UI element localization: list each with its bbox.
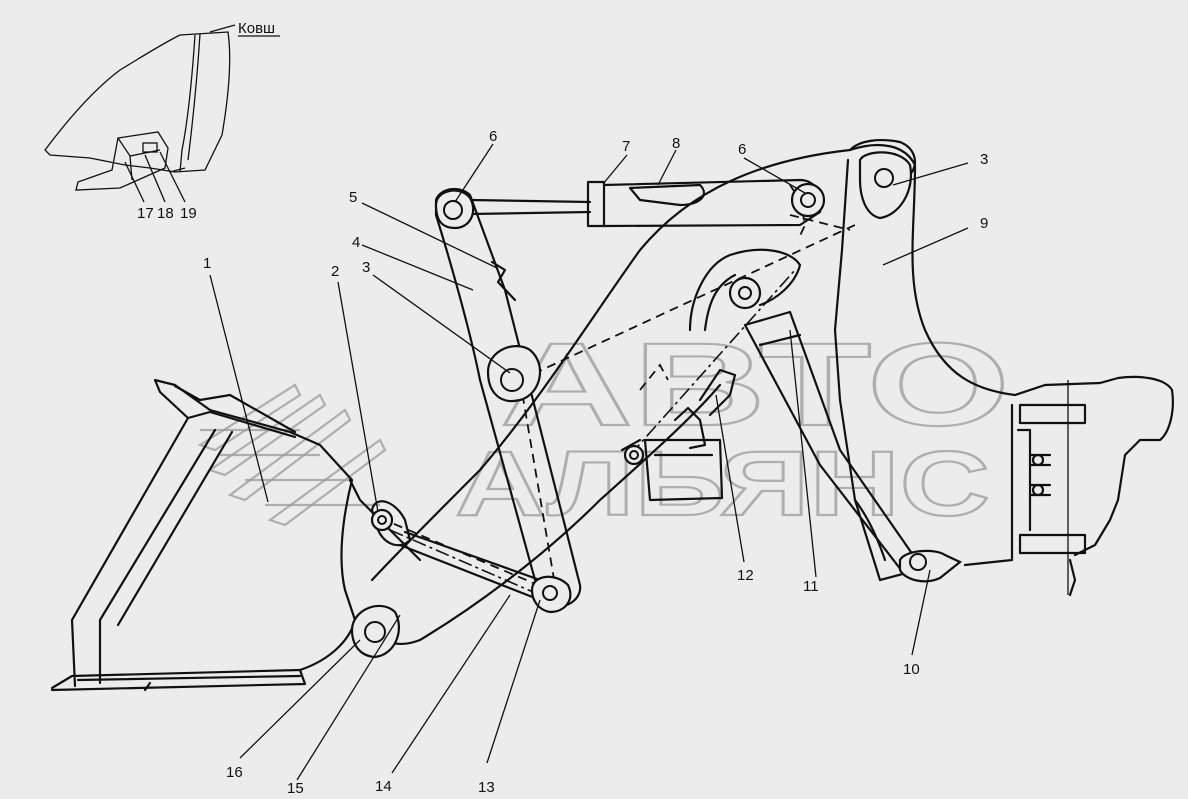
inset-label-19: 19 [180,205,197,222]
part-label-16: 16 [226,764,243,781]
part-label-15: 15 [287,780,304,797]
bucket [50,378,357,692]
pivot-pins [350,151,963,659]
part-label-10: 10 [903,661,920,678]
bucket-link [370,500,542,600]
watermark-line1: АВТО [500,319,1010,451]
inset-bucket-tooth: Ковш 17 18 19 [44,20,280,222]
part-label-5: 5 [349,189,357,206]
watermark-logo [197,383,387,527]
part-label-1: 1 [203,255,211,272]
part-label-14: 14 [375,778,392,795]
frame [833,143,1017,582]
part-label-8: 8 [672,135,680,152]
inset-title: Ковш [238,20,275,37]
part-label-11: 11 [803,578,819,595]
leader-lines [209,143,969,781]
part-label-2: 2 [331,263,339,280]
part-label-6-left: 6 [489,128,497,145]
inset-label-17: 17 [137,205,154,222]
boom-bracket [688,248,802,332]
control-linkage [620,368,737,502]
tilt-cylinder [468,178,823,241]
part-label-7: 7 [622,138,630,155]
centerlines [379,214,856,596]
part-label-13: 13 [478,779,495,796]
rear-frame [963,375,1174,597]
part-label-9: 9 [980,215,988,232]
part-label-3-left: 3 [362,259,370,276]
part-label-4: 4 [352,234,360,251]
watermark: АВТО АЛЬЯНС [197,318,1011,536]
part-labels: 1 2 3 3 4 5 6 6 7 8 9 10 11 12 13 14 15 … [203,128,988,797]
part-label-12: 12 [737,567,754,584]
inset-label-18: 18 [157,205,174,222]
part-label-6-right: 6 [738,141,746,158]
part-label-3-right: 3 [980,151,988,168]
